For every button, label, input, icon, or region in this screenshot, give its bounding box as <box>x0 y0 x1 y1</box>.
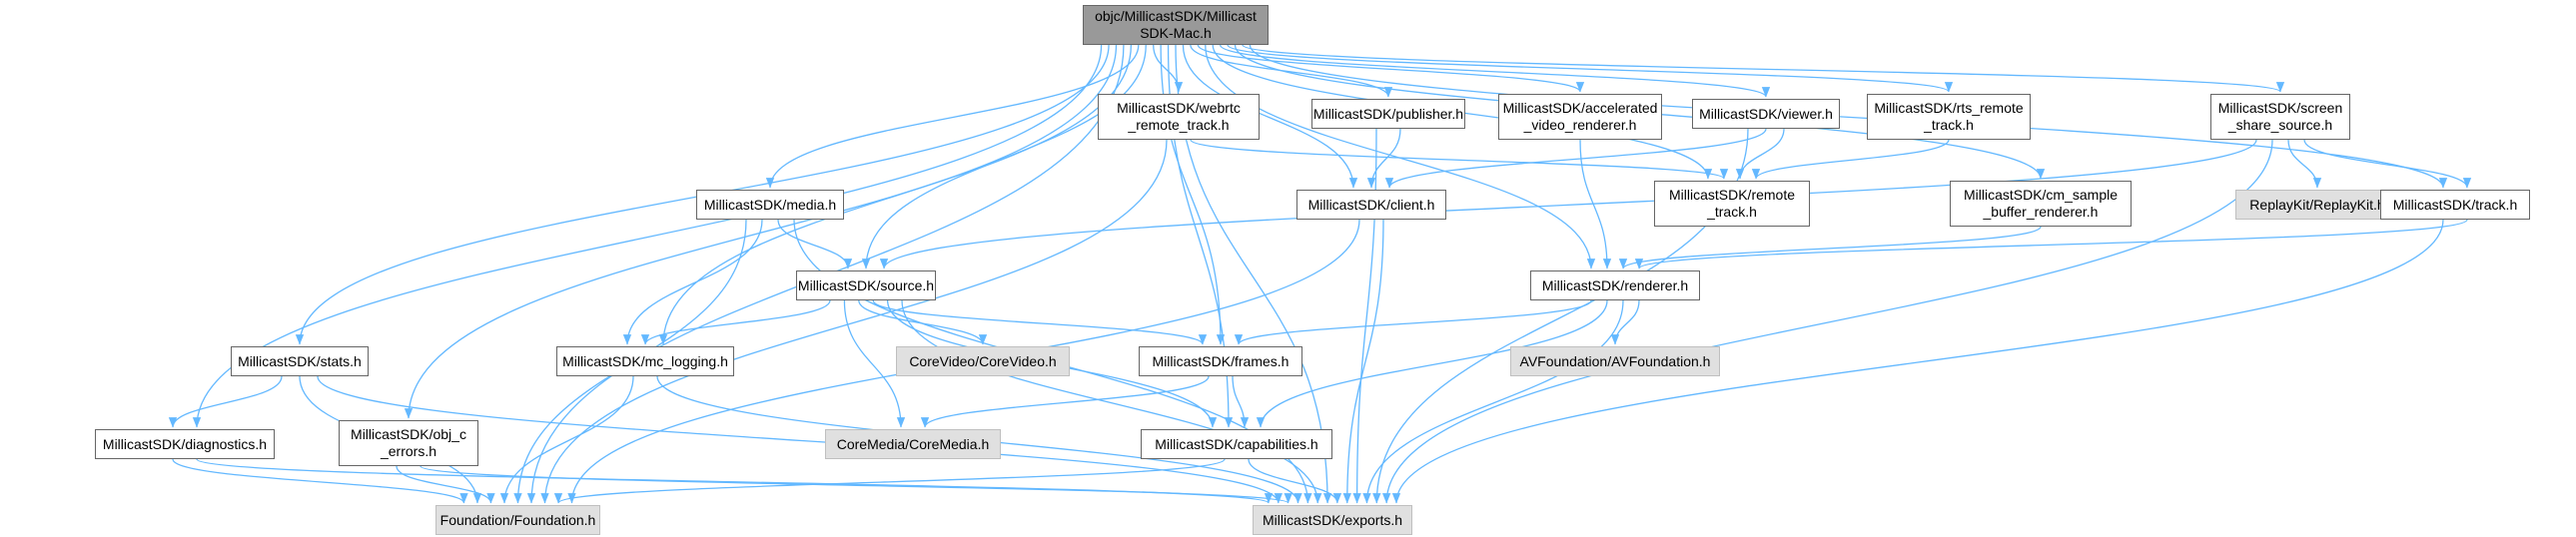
node-frames[interactable]: MillicastSDK/frames.h <box>1139 346 1302 376</box>
node-avf[interactable]: AVFoundation/AVFoundation.h <box>1510 346 1720 376</box>
edge-client-to-exports <box>1342 219 1384 504</box>
edge-accel-to-renderer <box>1579 139 1612 269</box>
node-diagnostics[interactable]: MillicastSDK/diagnostics.h <box>95 429 275 459</box>
node-capabilities[interactable]: MillicastSDK/capabilities.h <box>1141 429 1332 459</box>
edge-publisher-to-client <box>1366 128 1401 189</box>
edge-source-to-coremedia <box>843 299 906 428</box>
node-renderer[interactable]: MillicastSDK/renderer.h <box>1530 270 1700 300</box>
edge-screen-to-track <box>2303 139 2472 189</box>
node-track[interactable]: MillicastSDK/track.h <box>2380 190 2530 220</box>
node-coremedia[interactable]: CoreMedia/CoreMedia.h <box>825 429 1001 459</box>
node-objc_errors[interactable]: MillicastSDK/obj_c _errors.h <box>339 420 478 466</box>
edge-root-to-publisher <box>1190 44 1393 98</box>
node-remote[interactable]: MillicastSDK/remote _track.h <box>1654 181 1810 227</box>
edge-screen-to-exports <box>1382 139 2273 504</box>
edge-source-to-exports <box>901 299 1322 504</box>
edge-source-to-corevideo <box>858 299 988 345</box>
node-screen[interactable]: MillicastSDK/screen _share_source.h <box>2210 94 2350 140</box>
edge-root-to-rts <box>1227 44 1953 93</box>
edge-capabilities-to-foundation <box>554 458 1226 504</box>
edge-rts-to-remote <box>1751 139 1950 180</box>
node-media[interactable]: MillicastSDK/media.h <box>696 190 844 220</box>
node-accel[interactable]: MillicastSDK/accelerated _video_renderer… <box>1498 94 1662 140</box>
edge-media-to-mclog <box>622 219 763 345</box>
edge-renderer-to-frames <box>1235 299 1592 345</box>
node-exports[interactable]: MillicastSDK/exports.h <box>1253 505 1412 535</box>
edge-media-to-source <box>777 219 853 269</box>
edge-screen-to-replaykit <box>2287 139 2322 189</box>
edge-track-to-exports <box>1391 219 2444 504</box>
node-webrtc[interactable]: MillicastSDK/webrtc _remote_track.h <box>1098 94 1260 140</box>
edge-viewer-to-remote <box>1735 128 1785 180</box>
edge-screen-to-source <box>880 139 2257 269</box>
edge-root-to-objc_errors <box>404 44 1118 419</box>
node-mclog[interactable]: MillicastSDK/mc_logging.h <box>556 346 734 376</box>
edge-stats-to-exports <box>317 375 1283 504</box>
edge-capabilities-to-exports <box>1248 458 1342 504</box>
edge-root-to-media <box>765 44 1140 189</box>
edge-renderer-to-avf <box>1610 299 1640 345</box>
edge-renderer-to-exports <box>1362 299 1624 504</box>
edge-diagnostics-to-foundation <box>172 458 468 504</box>
edge-frames-to-coremedia <box>920 375 1210 428</box>
edge-root-to-track <box>1249 44 2447 189</box>
node-rts[interactable]: MillicastSDK/rts_remote _track.h <box>1867 94 2031 140</box>
node-publisher[interactable]: MillicastSDK/publisher.h <box>1311 99 1465 129</box>
edge-stats-to-diagnostics <box>168 375 283 428</box>
node-corevideo[interactable]: CoreVideo/CoreVideo.h <box>896 346 1070 376</box>
edge-root-to-viewer <box>1219 44 1770 98</box>
edge-source-to-mclog <box>640 299 831 345</box>
edge-cmsample-to-renderer <box>1619 226 2042 269</box>
edge-root-to-accel <box>1197 44 1584 93</box>
edge-objc_errors-to-exports <box>420 465 1292 504</box>
node-foundation[interactable]: Foundation/Foundation.h <box>435 505 600 535</box>
edge-renderer-to-capabilities <box>1256 299 1608 428</box>
node-cmsample[interactable]: MillicastSDK/cm_sample _buffer_renderer.… <box>1950 181 2132 227</box>
edge-frames-to-capabilities <box>1232 375 1250 428</box>
edge-mclog-to-foundation <box>499 375 634 504</box>
edge-objc_errors-to-foundation <box>396 465 495 504</box>
node-root[interactable]: objc/MillicastSDK/Millicast SDK-Mac.h <box>1083 5 1269 45</box>
node-stats[interactable]: MillicastSDK/stats.h <box>231 346 369 376</box>
node-client[interactable]: MillicastSDK/client.h <box>1296 190 1446 220</box>
node-viewer[interactable]: MillicastSDK/viewer.h <box>1692 99 1840 129</box>
edge-root-to-screen <box>1242 44 2284 93</box>
node-replaykit[interactable]: ReplayKit/ReplayKit.h <box>2235 190 2399 220</box>
node-source[interactable]: MillicastSDK/source.h <box>796 270 936 300</box>
edge-webrtc-to-remote <box>1190 139 1728 180</box>
edge-root-to-client <box>1182 44 1358 189</box>
edge-track-to-renderer <box>1635 219 2468 269</box>
